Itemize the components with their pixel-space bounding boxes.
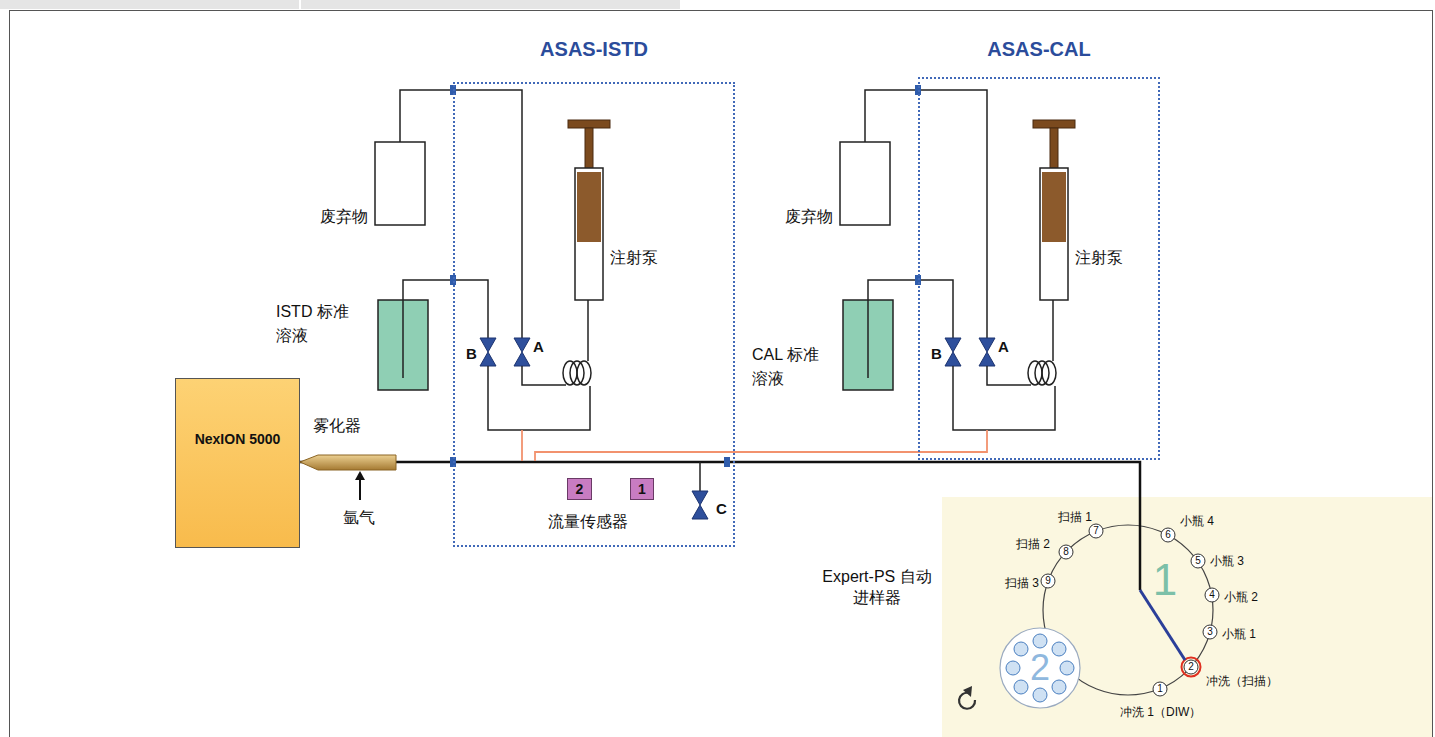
instrument-box: NexION 5000 — [175, 378, 300, 548]
probe-arm — [1140, 590, 1185, 660]
rack-vial — [1052, 642, 1066, 656]
rack-vial — [1060, 661, 1074, 675]
valve-label: B — [931, 343, 942, 366]
position-ring — [1161, 528, 1175, 542]
part-label: 雾化器 — [313, 414, 361, 438]
position-ring — [1153, 682, 1167, 696]
valve-label: A — [533, 336, 544, 359]
position-ring — [1203, 625, 1217, 639]
header-bar — [0, 0, 680, 9]
valve-label: A — [998, 336, 1009, 359]
syringe-tube — [587, 300, 589, 361]
part-label: 废弃物 — [785, 205, 833, 229]
position-ring — [1059, 545, 1073, 559]
rack-vial — [1033, 688, 1047, 702]
valve-tube — [522, 366, 566, 385]
rotate-icon-head — [963, 686, 972, 697]
flow-sensor-box: 1 — [630, 478, 654, 500]
flow-line — [300, 462, 1140, 497]
part-label: 流量传感器 — [548, 510, 628, 534]
part-label: ISTD 标准溶液 — [276, 300, 354, 348]
rack-vial — [1014, 680, 1028, 694]
syringe-plunger — [577, 172, 601, 242]
box-text: 2 — [576, 482, 584, 496]
position-ring — [1184, 660, 1198, 674]
probe-tube — [1139, 497, 1142, 590]
valve-symbol — [480, 338, 496, 366]
outer-frame — [10, 11, 1433, 737]
module-title: ASAS-ISTD — [435, 38, 753, 61]
rack-vial — [1006, 661, 1020, 675]
autosampler-title: Expert-PS 自动进样器 — [818, 567, 936, 609]
argon-arrow-head — [355, 471, 365, 480]
position-ring — [1089, 524, 1103, 538]
drain-tube — [699, 462, 701, 491]
position-ring — [1205, 588, 1219, 602]
rack-vial — [1052, 680, 1066, 694]
flow-sensor-box: 2 — [567, 478, 592, 500]
rack-vial — [1014, 642, 1028, 656]
standard-tube — [403, 280, 488, 378]
asas-module-parts — [375, 85, 610, 430]
rack-circle — [1000, 628, 1080, 708]
valve-label: B — [466, 343, 477, 366]
rack-vial — [1033, 634, 1047, 648]
syringe-barrel — [575, 168, 603, 300]
asas-module-parts-copy — [840, 85, 1075, 430]
argon-arrow — [359, 478, 361, 500]
part-label: 氩气 — [343, 506, 375, 530]
nebulizer — [300, 455, 396, 470]
tray-circle — [1043, 525, 1213, 695]
valve-symbol — [514, 338, 530, 366]
position-ring — [1191, 554, 1205, 568]
box-text: 1 — [638, 482, 646, 496]
valve-tube — [488, 366, 590, 430]
valve-label: C — [716, 498, 727, 521]
autosampler-dial — [942, 497, 1432, 737]
dotted-module-box: ASAS-ISTD21 — [453, 82, 735, 547]
valve-symbol — [692, 491, 708, 519]
part-label: 注射泵 — [1075, 246, 1123, 270]
holding-coil — [577, 361, 591, 385]
box-text: NexION 5000 — [195, 431, 281, 447]
part-label: 废弃物 — [320, 205, 368, 229]
part-label: 注射泵 — [610, 246, 658, 270]
waste-bottle — [375, 142, 425, 225]
autosampler-panel: Expert-PS 自动进样器 — [942, 497, 1432, 737]
part-label: CAL 标准溶液 — [752, 343, 830, 391]
position-ring — [1041, 574, 1055, 588]
orange-transfer-line — [521, 430, 523, 461]
dotted-module-box: ASAS-CAL — [918, 77, 1160, 460]
syringe-plunger-head — [568, 120, 610, 128]
port-connector — [724, 457, 730, 467]
module-title: ASAS-CAL — [900, 38, 1178, 61]
header-divider — [299, 0, 301, 9]
rotate-icon — [959, 693, 975, 709]
